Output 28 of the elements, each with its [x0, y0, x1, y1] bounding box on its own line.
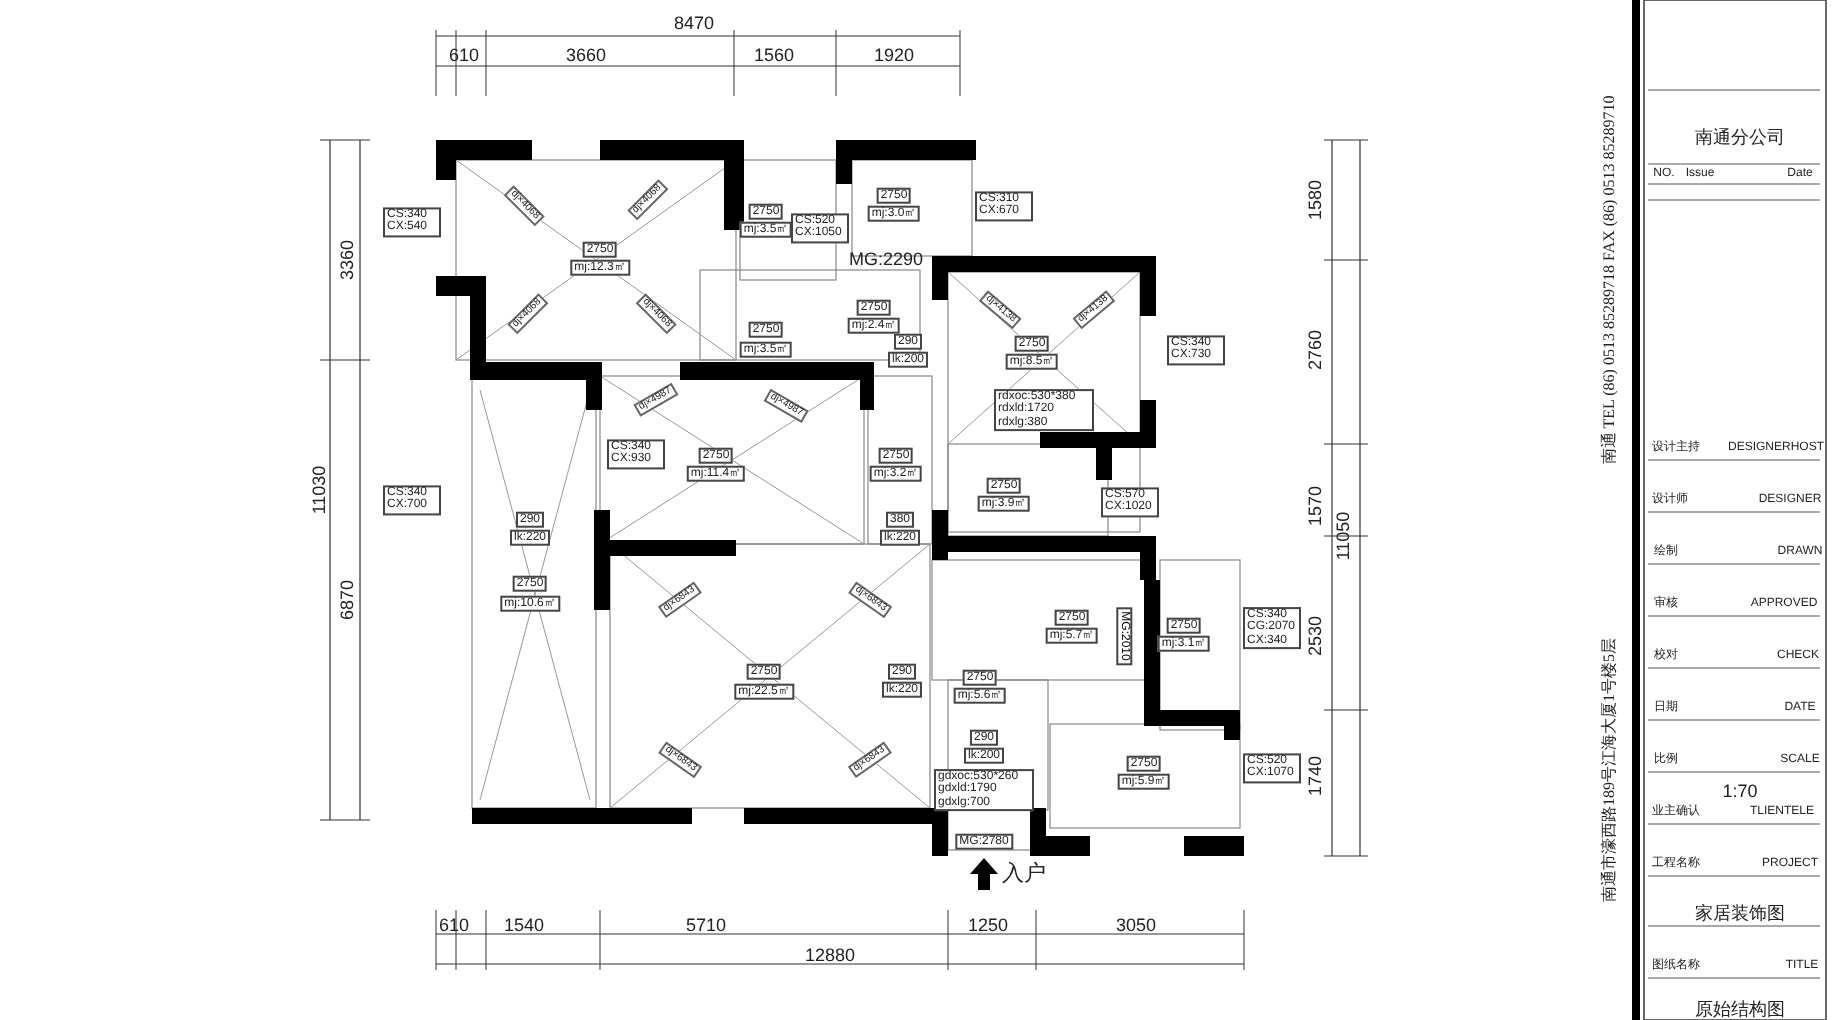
title-block-heading: 1:70 — [1722, 782, 1758, 802]
dimension-text: 11030 — [310, 465, 330, 515]
contact-text: 南通 TEL (86) 0513 85289718 FAX (86) 0513 85289710 — [1601, 95, 1619, 465]
dimension-text: 2760 — [1306, 329, 1326, 371]
dimension-text: 3050 — [1115, 916, 1157, 936]
dimension-text: 1920 — [873, 46, 915, 66]
dimension-text: 1740 — [1306, 755, 1326, 797]
entrance-text: 入户 — [1002, 864, 1046, 888]
dimension-text: 11050 — [1334, 511, 1354, 561]
dimension-text: 1540 — [503, 916, 545, 936]
dimension-text: MG:2290 — [848, 250, 924, 270]
dimension-text: 1570 — [1306, 485, 1326, 527]
dimension-text: 1560 — [753, 46, 795, 66]
dimension-text: 3660 — [565, 46, 607, 66]
dimension-text: 610 — [448, 46, 480, 66]
dimension-text: 3360 — [338, 239, 358, 281]
dimension-text: 1580 — [1306, 179, 1326, 221]
dimension-text: 610 — [438, 916, 470, 936]
dimension-text: 8470 — [673, 14, 715, 34]
dimension-text: 6870 — [338, 579, 358, 621]
dimension-text: 5710 — [685, 916, 727, 936]
dimension-text: 2530 — [1306, 615, 1326, 657]
contact-text: 南通市濠西路189号江海大厦1号楼5层 — [1601, 638, 1619, 902]
title-block-heading: 家居装饰图 — [1695, 904, 1785, 924]
title-block-heading: 原始结构图 — [1695, 1000, 1785, 1020]
dimension-text: 12880 — [804, 946, 856, 966]
dimension-text: 1250 — [967, 916, 1009, 936]
title-block-heading: 南通分公司 — [1695, 128, 1785, 148]
